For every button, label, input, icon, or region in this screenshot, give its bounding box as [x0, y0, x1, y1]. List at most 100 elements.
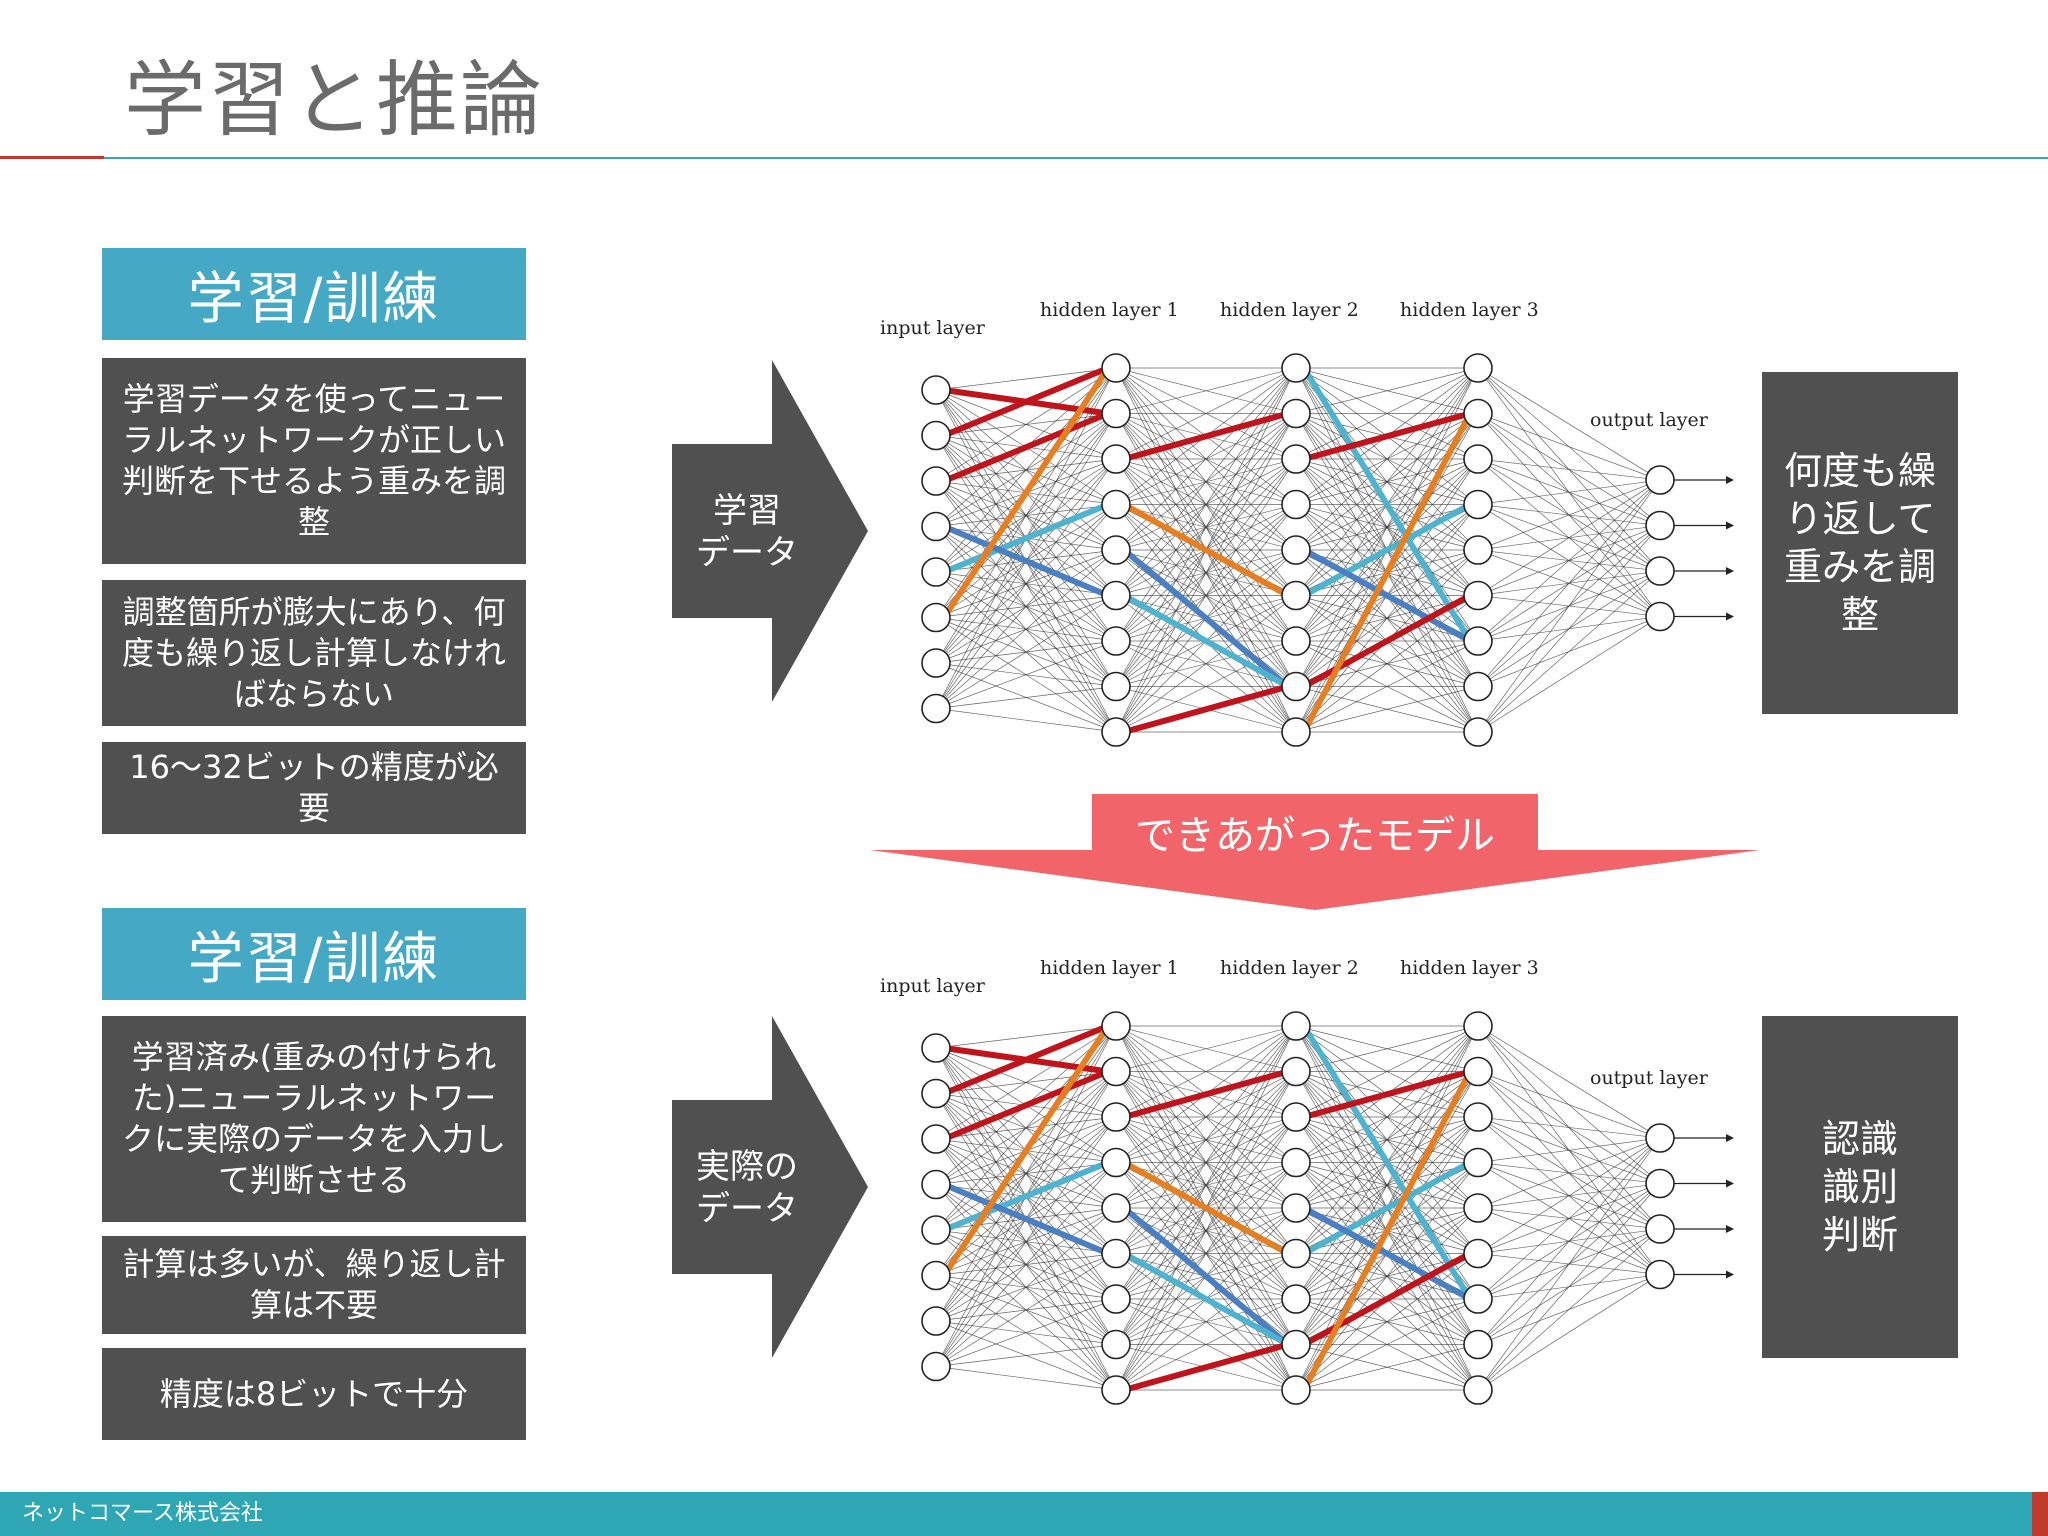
connection-line: [935, 367, 1117, 664]
neuron-node: [1463, 1193, 1493, 1223]
neuron-node: [921, 1078, 951, 1109]
connection-line: [935, 595, 1117, 709]
model-arrow: [870, 794, 1760, 910]
highlighted-weight: [1122, 1159, 1290, 1257]
neuron-node: [1281, 1375, 1311, 1405]
neuron-node: [1101, 1056, 1131, 1087]
highlighted-weight: [1302, 1159, 1472, 1257]
neuron-node: [921, 511, 951, 542]
neuron-node: [921, 1260, 951, 1291]
connection-line: [935, 1116, 1117, 1367]
neuron-node: [1463, 1329, 1493, 1360]
neuron-node: [1101, 671, 1131, 702]
layer-label-4: output layer: [1590, 1067, 1709, 1089]
connection-line: [935, 1366, 1117, 1391]
highlighted-weight: [1301, 1070, 1473, 1392]
highlighted-weight: [942, 501, 1110, 575]
connection-line: [1295, 1253, 1479, 1391]
connection-line: [1115, 367, 1297, 460]
highlighted-weight: [1303, 410, 1471, 462]
connection-line: [1295, 367, 1479, 460]
connection-line: [935, 1344, 1117, 1367]
neuron-node: [921, 466, 951, 496]
neuron-node: [1463, 398, 1493, 429]
highlighted-weight: [1302, 1205, 1472, 1302]
neuron-node: [1101, 717, 1131, 747]
connection-line: [1115, 1071, 1297, 1391]
neuron-node: [921, 1215, 951, 1245]
connection-line: [1477, 1228, 1661, 1391]
output-arrow-head: [1726, 476, 1734, 484]
connection-line: [1477, 1274, 1661, 1391]
neuron-node: [1281, 489, 1311, 520]
highlighted-weight: [1123, 683, 1289, 735]
connection-line: [1115, 367, 1297, 642]
neuron-node: [1463, 489, 1493, 520]
connection-line: [935, 1162, 1117, 1367]
connection-line: [935, 1298, 1117, 1367]
neuron-node: [1281, 1284, 1311, 1314]
neuron-node: [1463, 717, 1493, 747]
connection-line: [1115, 1025, 1297, 1300]
neuron-node: [1281, 580, 1311, 611]
neuron-node: [1101, 626, 1131, 656]
neuron-node: [1281, 1193, 1311, 1223]
output-arrow-head: [1726, 1134, 1734, 1142]
training-point-3: 16〜32ビットの精度が必要: [102, 742, 526, 834]
training-data-arrow: [672, 360, 868, 702]
neuron-node: [1645, 1214, 1675, 1244]
neuron-node: [1101, 353, 1131, 383]
layer-label-3: hidden layer 3: [1400, 299, 1539, 321]
highlighted-weight: [1302, 547, 1472, 644]
connection-line: [935, 1025, 1117, 1049]
connection-line: [935, 1025, 1117, 1322]
connection-line: [1477, 479, 1661, 505]
layer-label-1: hidden layer 1: [1040, 299, 1179, 321]
neuron-node: [1101, 489, 1131, 520]
inference-point-3: 精度は8ビットで十分: [102, 1348, 526, 1440]
neuron-node: [921, 1124, 951, 1154]
connection-line: [1295, 1025, 1479, 1118]
training-point-1: 学習データを使ってニューラルネットワークが正しい判断を下せるよう重みを調整: [102, 358, 526, 564]
slide-title: 学習と推論: [124, 53, 545, 148]
connection-line: [935, 458, 1117, 709]
layer-label-2: hidden layer 2: [1220, 957, 1359, 979]
connection-line: [1477, 1116, 1661, 1139]
neuron-node: [1101, 535, 1131, 565]
connection-line: [935, 686, 1117, 709]
connection-line: [1477, 479, 1661, 642]
highlighted-weight: [1123, 1068, 1289, 1120]
training-point-2: 調整箇所が膨大にあり、何度も繰り返し計算しなければならない: [102, 580, 526, 726]
title-rule: [104, 157, 2048, 159]
neuron-node: [1463, 626, 1493, 656]
neuron-node: [921, 648, 951, 678]
neuron-node: [1463, 580, 1493, 611]
connection-line: [1295, 686, 1479, 733]
connection-line: [1477, 616, 1661, 733]
connection-line: [1115, 367, 1297, 414]
connection-line: [1115, 1025, 1297, 1254]
neuron-node: [1463, 1284, 1493, 1314]
connection-line: [1115, 458, 1297, 733]
neuron-node: [1101, 1329, 1131, 1360]
neuron-node: [1281, 671, 1311, 702]
connection-line: [1477, 479, 1661, 596]
connection-line: [935, 367, 1117, 391]
neuron-node: [1645, 1259, 1675, 1290]
connection-line: [1115, 1025, 1297, 1118]
neuron-node: [1281, 1102, 1311, 1132]
connection-line: [1477, 1025, 1661, 1139]
output-arrow-head: [1726, 1270, 1734, 1279]
highlighted-weight: [941, 1024, 1111, 1278]
footer-bar: [0, 1492, 2048, 1536]
highlighted-weight: [942, 523, 1110, 599]
highlighted-weight: [1302, 1250, 1472, 1348]
connection-line: [1295, 367, 1479, 596]
neuron-node: [1463, 1102, 1493, 1132]
connection-line: [1295, 367, 1479, 551]
connection-line: [1477, 458, 1661, 481]
connection-line: [1477, 1137, 1661, 1345]
connection-line: [1115, 595, 1297, 733]
